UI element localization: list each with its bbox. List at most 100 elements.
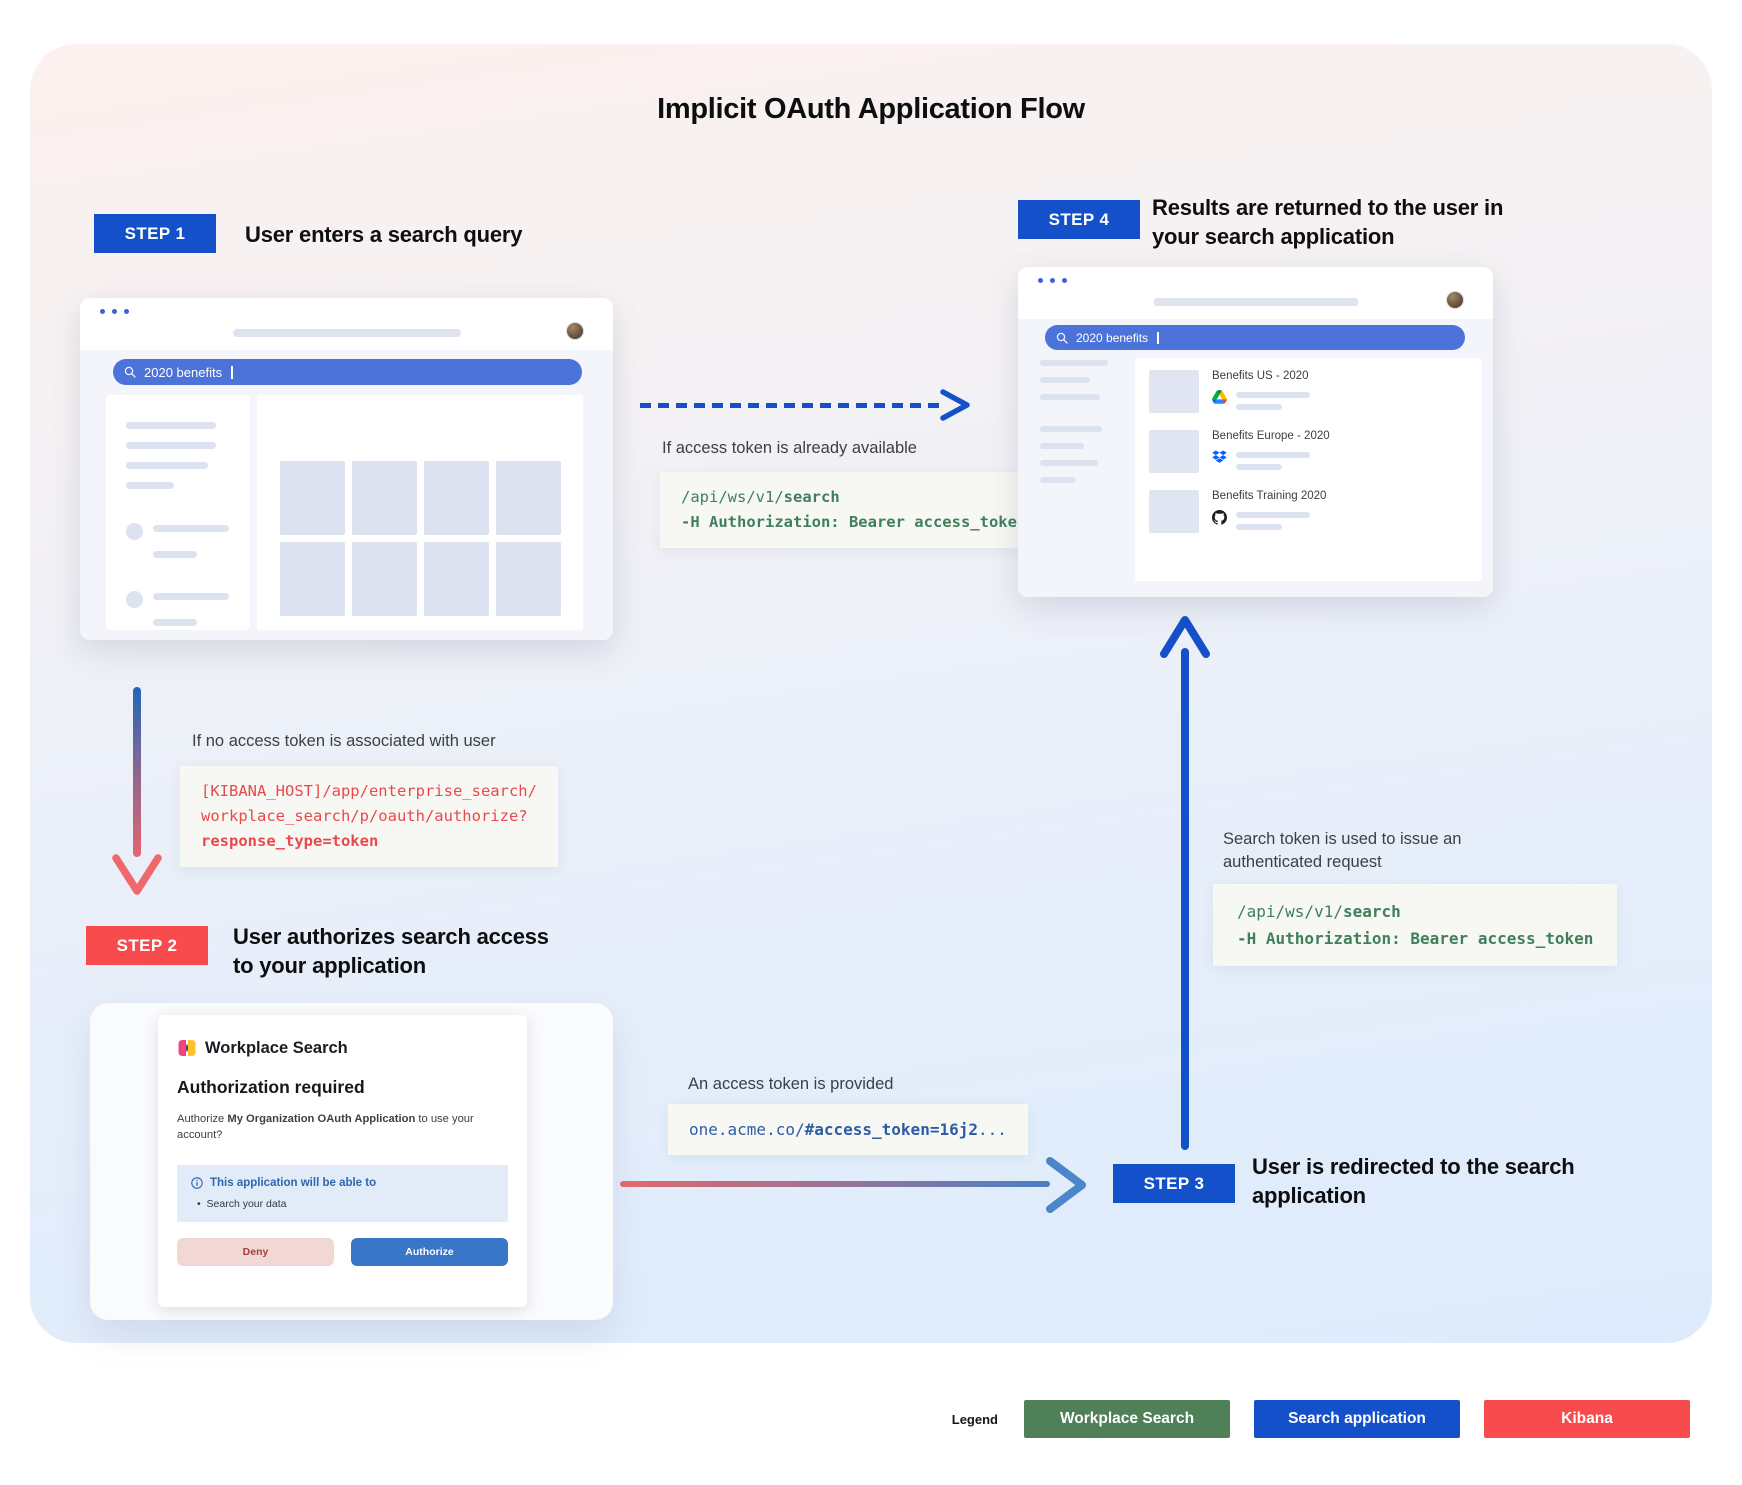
- code-text-bold: #access_token=16j2: [804, 1120, 978, 1139]
- legend-chip-workplace-search: Workplace Search: [1024, 1400, 1230, 1438]
- permissions-title: This application will be able to: [210, 1177, 377, 1189]
- auth-app-name: My Organization OAuth Application: [227, 1113, 416, 1125]
- code-text: one.acme.co/: [689, 1120, 805, 1139]
- redirect-arrow-line: [620, 1181, 1050, 1187]
- legend: Legend Workplace Search Search applicati…: [952, 1400, 1690, 1438]
- google-drive-icon: [1212, 390, 1227, 404]
- browser4-content: 2020 benefits Benefits US - 2020: [1018, 319, 1493, 597]
- workplace-search-logo-icon: [178, 1040, 196, 1056]
- browser-window-step4: 2020 benefits Benefits US - 2020: [1018, 267, 1493, 597]
- browser-window-step1: 2020 benefits: [80, 298, 613, 640]
- result-thumbnail: [1149, 430, 1199, 473]
- no-token-arrow-line: [133, 687, 141, 857]
- code-text-bold: -H Authorization: Bearer access_token: [681, 513, 1027, 531]
- legend-chip-search-application: Search application: [1254, 1400, 1460, 1438]
- auth-heading: Authorization required: [177, 1077, 365, 1097]
- authenticated-request-arrow-line: [1181, 648, 1189, 1150]
- dashed-arrow-line: [640, 403, 940, 408]
- step3-badge-label: STEP 3: [1143, 1173, 1205, 1193]
- result-thumbnail: [1149, 490, 1199, 533]
- authorization-dialog: Workplace Search Authorization required …: [158, 1015, 527, 1307]
- address-bar: [1153, 298, 1358, 306]
- step2-heading: User authorizes search access to your ap…: [233, 924, 549, 978]
- legend-chip-label: Workplace Search: [1059, 1410, 1195, 1427]
- result-row: Benefits US - 2020: [1149, 370, 1468, 413]
- text-caret: [1157, 331, 1159, 344]
- authenticated-request-label: Search token is used to issue an authent…: [1223, 830, 1462, 871]
- user-avatar: [566, 322, 584, 340]
- code-text-bold: -H Authorization: Bearer access_token: [1237, 929, 1594, 948]
- auth-body-text: Authorize My Organization OAuth Applicat…: [177, 1111, 495, 1143]
- step4-heading: Results are returned to the user in your…: [1152, 195, 1504, 249]
- arrow-right-icon: [940, 389, 970, 421]
- step3-heading: User is redirected to the search applica…: [1252, 1154, 1575, 1208]
- access-token-code-block: one.acme.co/#access_token=16j2...: [668, 1104, 1028, 1155]
- arrow-up-icon: [1160, 616, 1210, 658]
- step4-badge-label: STEP 4: [1048, 209, 1110, 229]
- result-title: Benefits US - 2020: [1212, 370, 1309, 382]
- address-bar: [232, 329, 461, 337]
- browser1-content: 2020 benefits: [80, 350, 613, 640]
- search-icon: [1056, 332, 1068, 344]
- arrow-right-icon: [1046, 1157, 1086, 1213]
- arrow-down-icon: [112, 854, 162, 895]
- legend-chip-label: Kibana: [1561, 1410, 1613, 1427]
- sidebar-skeleton: [106, 395, 250, 630]
- code-text: /api/ws/v1/: [1237, 902, 1343, 921]
- search-input[interactable]: 2020 benefits: [113, 359, 582, 385]
- search-icon: [124, 366, 136, 378]
- auth-body-prefix: Authorize: [177, 1113, 228, 1125]
- code-text: ...: [977, 1120, 1007, 1139]
- step1-badge: STEP 1: [94, 214, 216, 253]
- info-icon: [191, 1177, 203, 1189]
- api-search-code-block: /api/ws/v1/search -H Authorization: Bear…: [660, 472, 1048, 548]
- page-title: Implicit OAuth Application Flow: [657, 93, 1085, 125]
- bullet-icon: •: [197, 1198, 207, 1210]
- window-controls-icon: [1038, 278, 1067, 283]
- legend-chip-label: Search application: [1288, 1410, 1426, 1427]
- code-text-bold: response_type=token: [201, 832, 379, 850]
- text-caret: [231, 365, 233, 379]
- step2-badge: STEP 2: [86, 926, 208, 965]
- result-row: Benefits Europe - 2020: [1149, 430, 1468, 473]
- deny-button[interactable]: Deny: [177, 1238, 334, 1266]
- permissions-info-box: This application will be able to • Searc…: [177, 1165, 508, 1222]
- results-grid-panel: [257, 395, 583, 630]
- kibana-oauth-code-block: [KIBANA_HOST]/app/enterprise_search/ wor…: [180, 766, 558, 867]
- token-provided-label: An access token is provided: [688, 1075, 894, 1093]
- github-icon: [1212, 510, 1227, 525]
- api-search-code-block-2: /api/ws/v1/search -H Authorization: Bear…: [1213, 884, 1618, 966]
- permissions-title-row: This application will be able to: [191, 1177, 494, 1189]
- filters-skeleton: [1040, 360, 1112, 494]
- result-row: Benefits Training 2020: [1149, 490, 1468, 533]
- dropbox-icon: [1212, 450, 1227, 463]
- authorize-button[interactable]: Authorize: [351, 1238, 508, 1266]
- step1-heading: User enters a search query: [245, 222, 523, 247]
- user-avatar: [1446, 291, 1464, 309]
- step4-badge: STEP 4: [1018, 200, 1140, 239]
- code-text: /api/ws/v1/: [681, 488, 784, 506]
- code-text: workplace_search/p/oauth/authorize?: [201, 807, 528, 825]
- brand-name: Workplace Search: [205, 1038, 348, 1057]
- result-title: Benefits Training 2020: [1212, 490, 1327, 502]
- code-text: [KIBANA_HOST]/app/enterprise_search/: [201, 782, 537, 800]
- step2-badge-label: STEP 2: [116, 935, 178, 955]
- search-results-panel: Benefits US - 2020: [1135, 358, 1482, 581]
- window-controls-icon: [100, 309, 129, 314]
- search-input[interactable]: 2020 benefits: [1045, 325, 1465, 350]
- tile-grid-skeleton: [280, 461, 561, 616]
- legend-chip-kibana: Kibana: [1484, 1400, 1690, 1438]
- search-query-text: 2020 benefits: [144, 364, 223, 380]
- permission-text: Search your data: [206, 1198, 287, 1210]
- legend-label: Legend: [951, 1411, 998, 1427]
- permission-item: • Search your data: [191, 1198, 494, 1210]
- workplace-search-brand: Workplace Search: [177, 1038, 508, 1058]
- result-title: Benefits Europe - 2020: [1212, 430, 1330, 442]
- auth-buttons-row: Deny Authorize: [177, 1238, 508, 1266]
- step3-badge: STEP 3: [1113, 1164, 1235, 1203]
- auth-screen-card: Workplace Search Authorization required …: [90, 1003, 613, 1320]
- step1-badge-label: STEP 1: [124, 223, 186, 243]
- search-query-text: 2020 benefits: [1076, 330, 1149, 345]
- code-text-bold: search: [783, 488, 840, 506]
